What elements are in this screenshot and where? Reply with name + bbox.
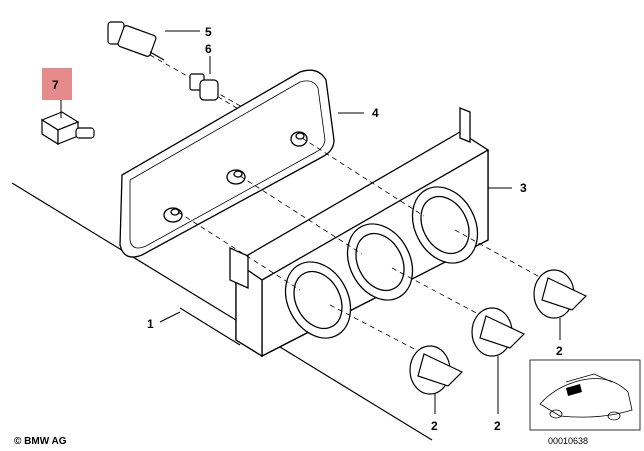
bulb-part bbox=[189, 73, 219, 101]
callout-2: 2 bbox=[556, 344, 563, 358]
knob-part bbox=[409, 269, 588, 395]
base-surface bbox=[11, 182, 433, 441]
mounting-boss bbox=[163, 131, 308, 223]
vehicle-thumbnail bbox=[529, 359, 641, 431]
image-number: 00010638 bbox=[548, 436, 588, 446]
leader-lines bbox=[60, 30, 561, 414]
callout-4: 4 bbox=[372, 106, 379, 120]
highlight-box bbox=[42, 68, 72, 100]
callout-2: 2 bbox=[431, 419, 438, 433]
callout-6: 6 bbox=[205, 42, 212, 56]
switch-part bbox=[107, 21, 165, 61]
callout-1: 1 bbox=[147, 317, 154, 331]
assembly-lines bbox=[149, 54, 546, 353]
rear-cover-part bbox=[119, 69, 335, 258]
callout-7: 7 bbox=[52, 78, 59, 92]
knob-opening bbox=[284, 186, 479, 339]
sensor-part bbox=[40, 111, 95, 146]
control-panel-housing bbox=[229, 107, 489, 358]
callout-3: 3 bbox=[520, 181, 527, 195]
callout-5: 5 bbox=[205, 25, 212, 39]
callout-2: 2 bbox=[494, 419, 501, 433]
copyright-text: © BMW AG bbox=[14, 436, 67, 447]
